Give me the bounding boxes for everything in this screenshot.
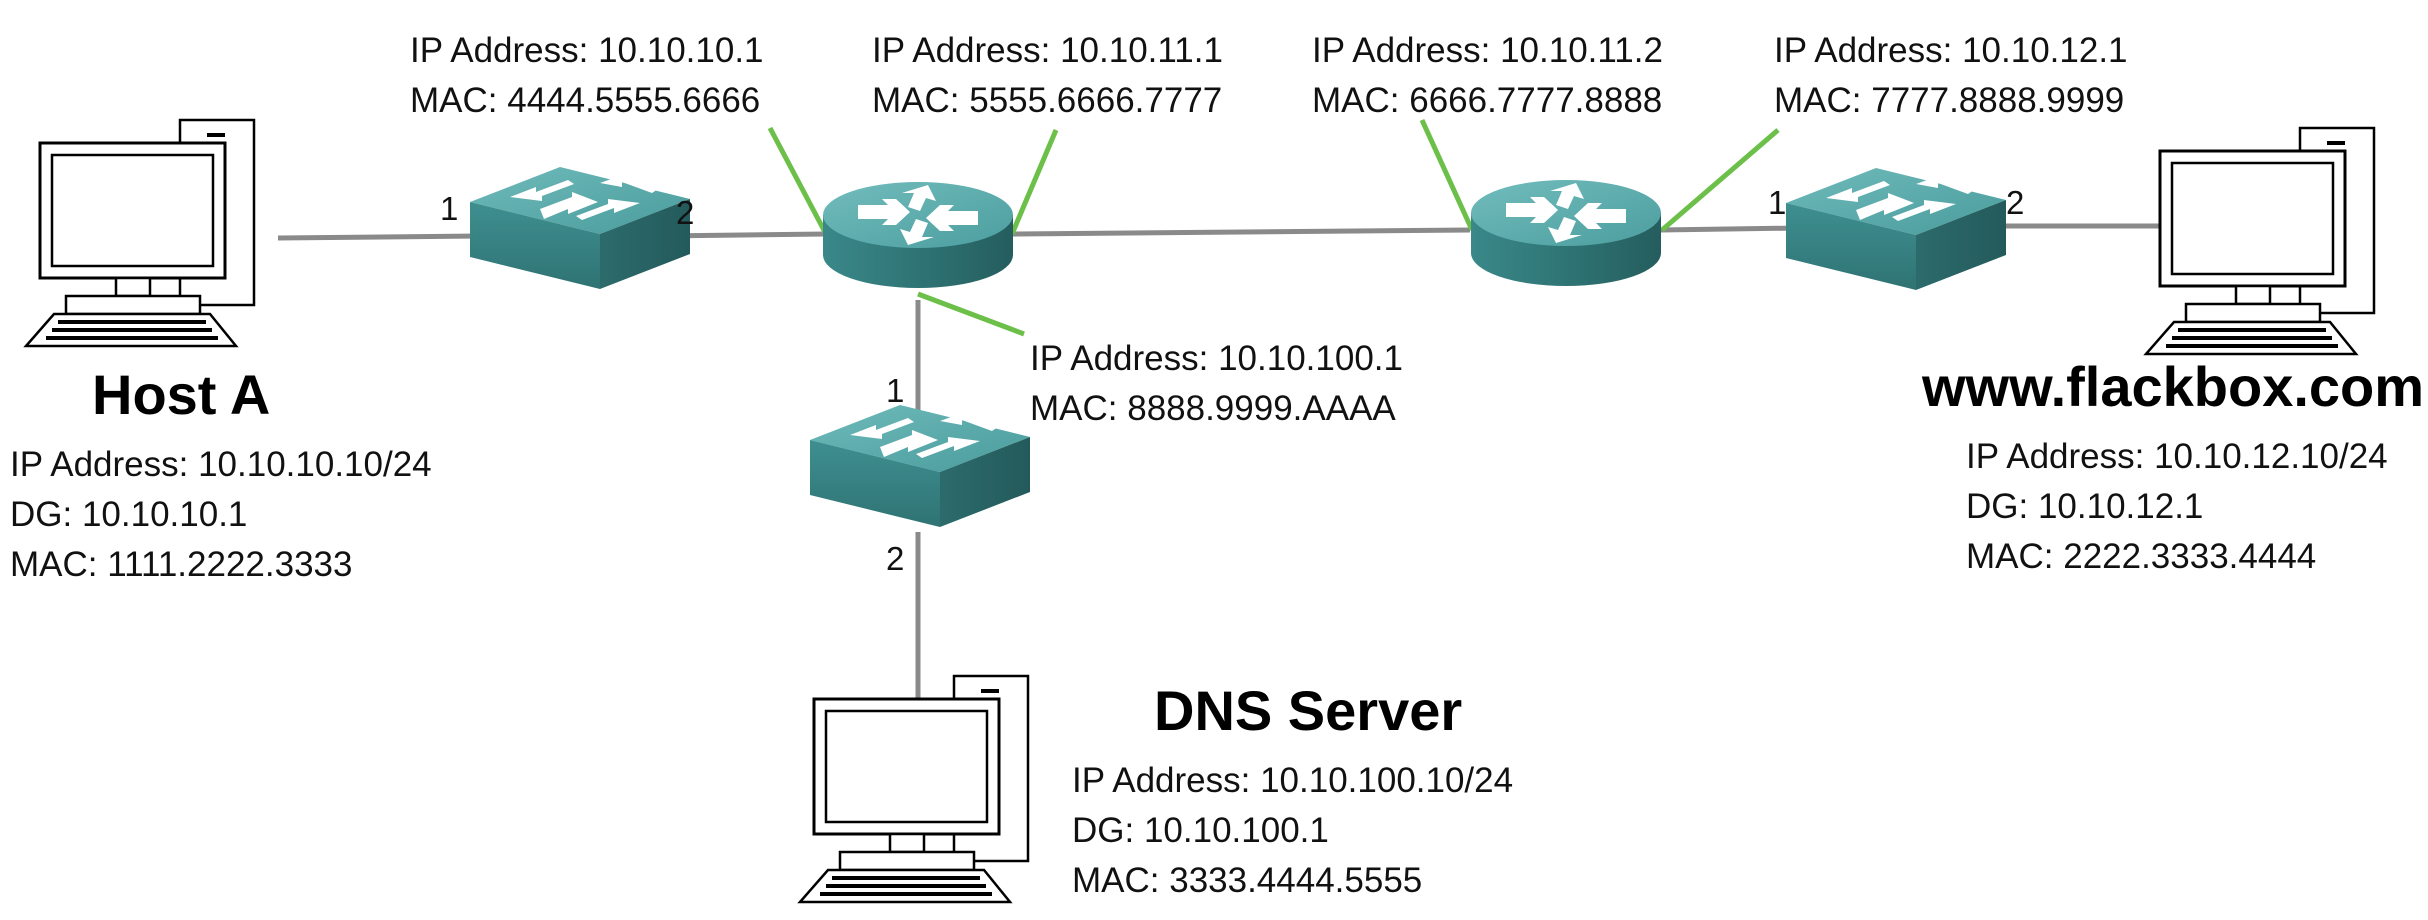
router1-right-mac: MAC: 5555.6666.7777 [872,81,1223,120]
router1-right-ip: IP Address: 10.10.11.1 [872,31,1223,70]
router1-down-ip: IP Address: 10.10.100.1 [1030,339,1403,378]
callout-router1-left [767,126,829,236]
link-router2-switch-right [1659,225,1801,233]
interface-callouts [767,118,1780,337]
router2-left-ip: IP Address: 10.10.11.2 [1312,31,1663,70]
web-server-title: www.flackbox.com [1922,355,2425,418]
web-server-computer-icon[interactable] [2144,126,2376,356]
router2-right-mac: MAC: 7777.8888.9999 [1774,81,2125,120]
host-a-ip: IP Address: 10.10.10.10/24 [10,445,432,484]
switch-right-port-2: 2 [2006,184,2025,221]
link-hosta-switch-left [277,233,481,241]
dns-server-computer-icon[interactable] [798,674,1030,904]
switch-bottom-icon[interactable] [810,405,1030,527]
callout-router1-down [917,291,1025,337]
callout-router2-right [1660,128,1780,232]
host-a-computer-icon[interactable] [24,118,256,348]
router1-down-mac: MAC: 8888.9999.AAAA [1030,389,1396,428]
router1-left-ip: IP Address: 10.10.10.1 [410,31,764,70]
switch-bottom-port-1: 1 [886,372,905,409]
switch-left-port-1: 1 [440,190,459,227]
host-a-mac: MAC: 1111.2222.3333 [10,545,353,584]
switch-bottom-port-2: 2 [886,540,905,577]
network-links [277,223,2172,700]
switch-left-port-2: 2 [676,194,695,231]
router1-left-mac: MAC: 4444.5555.6666 [410,81,761,120]
callout-router1-right [1009,129,1059,235]
router-2-icon[interactable] [1471,180,1661,286]
switch-left-icon[interactable] [470,167,690,289]
switch-right-port-1: 1 [1768,184,1787,221]
switch-right-icon[interactable] [1786,168,2006,290]
dns-server-mac: MAC: 3333.4444.5555 [1072,861,1423,900]
router2-right-ip: IP Address: 10.10.12.1 [1774,31,2128,70]
web-server-ip: IP Address: 10.10.12.10/24 [1966,437,2388,476]
dns-server-title: DNS Server [1154,679,1463,742]
router2-left-mac: MAC: 6666.7777.8888 [1312,81,1663,120]
web-server-dg: DG: 10.10.12.1 [1966,487,2204,526]
router-1-icon[interactable] [823,182,1013,288]
dns-server-ip: IP Address: 10.10.100.10/24 [1072,761,1514,800]
link-router1-router2 [1009,227,1471,237]
callout-router2-left [1419,118,1475,232]
web-server-mac: MAC: 2222.3333.4444 [1966,537,2317,576]
host-a-dg: DG: 10.10.10.1 [10,495,248,534]
host-a-title: Host A [92,363,271,426]
dns-server-dg: DG: 10.10.100.1 [1072,811,1329,850]
